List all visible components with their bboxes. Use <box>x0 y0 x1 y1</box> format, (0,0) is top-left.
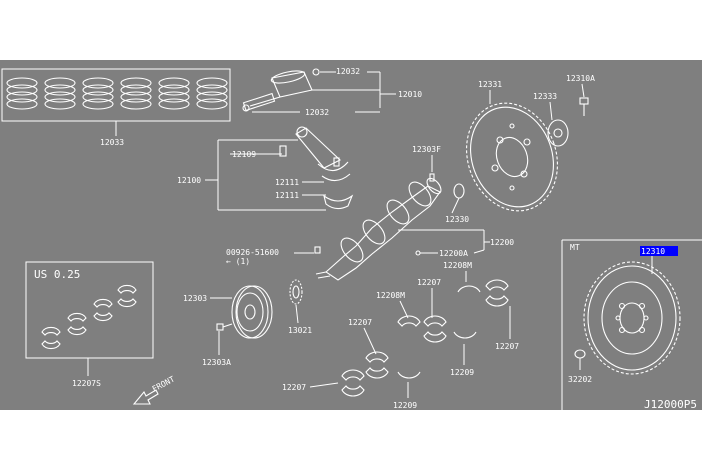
label-32202: 32202 <box>568 375 592 384</box>
label-12200: 12200 <box>490 238 514 247</box>
label-12330: 12330 <box>445 215 469 224</box>
undersize-bearings-group[interactable]: US 0.25 12207S <box>25 261 154 388</box>
piston-group[interactable]: 12032 12010 12032 <box>242 67 422 117</box>
mt-flywheel-group[interactable]: MT 12310 32202 <box>561 239 702 410</box>
mt-flywheel-part <box>583 261 681 375</box>
label-12310-highlight <box>640 246 678 256</box>
piston-part <box>242 68 320 112</box>
label-12207-d: 12207 <box>282 383 306 392</box>
crank-key-part <box>429 173 435 182</box>
bearing-shells-part <box>341 279 509 397</box>
diagram-canvas: 12033 12032 12010 12032 <box>1 67 702 410</box>
piston-ring-sets <box>6 77 228 110</box>
label-13021: 13021 <box>288 326 312 335</box>
label-12207-c: 12207 <box>495 342 519 351</box>
label-12331: 12331 <box>478 80 502 89</box>
label-12010: 12010 <box>398 90 422 99</box>
label-12209-a: 12209 <box>450 368 474 377</box>
label-12208M-top: 12208M <box>443 261 472 270</box>
connecting-rod-part <box>279 126 354 210</box>
label-12207-a: 12207 <box>417 278 441 287</box>
label-12109: 12109 <box>232 150 256 159</box>
dowel-pin-part <box>574 349 586 359</box>
label-12209-b: 12209 <box>393 401 417 410</box>
label-12303F: 12303F <box>412 145 441 154</box>
label-00926-qty: ← (1) <box>226 257 250 266</box>
piston-rings-group[interactable]: 12033 <box>1 68 231 147</box>
label-12303A: 12303A <box>202 358 231 367</box>
label-12303: 12303 <box>183 294 207 303</box>
label-12310: 12310 <box>641 247 665 256</box>
front-label: FRONT <box>151 374 177 393</box>
crankshaft-group[interactable]: 12303F 12330 12200 12200A 12208M <box>315 145 514 282</box>
label-12310A: 12310A <box>566 74 595 83</box>
crank-seal-part <box>453 183 465 199</box>
label-12033: 12033 <box>100 138 124 147</box>
pulley-bolt-part <box>216 323 233 331</box>
main-bearings-group[interactable]: 12208M 12207 12207 12207 12207 12209 122… <box>282 278 519 410</box>
label-12032-bottom: 12032 <box>305 108 329 117</box>
crankshaft-part <box>315 177 442 281</box>
undersize-shells-part <box>41 284 137 350</box>
connecting-rod-group[interactable]: 12109 12100 12111 12111 <box>177 126 354 211</box>
label-12200A: 12200A <box>439 249 468 258</box>
reinforcement-plate-part <box>547 119 569 147</box>
mt-title: MT <box>570 243 580 252</box>
undersize-title: US 0.25 <box>34 268 80 281</box>
label-12207S: 12207S <box>72 379 101 388</box>
pilot-bushing-group[interactable]: 00926-51600 ← (1) <box>226 246 321 266</box>
flywheel-at-group[interactable]: 12331 12333 12310A <box>452 74 595 224</box>
drive-plate-part <box>466 102 558 212</box>
label-12333: 12333 <box>533 92 557 101</box>
crank-pulley-group[interactable]: 12303 13021 12303A <box>183 279 312 367</box>
flywheel-bolt-part <box>579 97 589 116</box>
label-12208M-mid: 12208M <box>376 291 405 300</box>
label-00926-51600: 00926-51600 <box>226 248 279 257</box>
undersize-box <box>25 261 154 359</box>
label-12100: 12100 <box>177 176 201 185</box>
crank-pulley-part <box>231 285 273 339</box>
pilot-bushing-part <box>314 246 321 254</box>
parts-diagram: 12033 12032 12010 12032 <box>0 60 702 410</box>
label-12032-top: 12032 <box>336 67 360 76</box>
diagram-code: J12000P5 <box>644 398 697 410</box>
crank-sprocket-part <box>289 279 303 305</box>
label-12111-b: 12111 <box>275 191 299 200</box>
front-arrow-icon <box>132 389 159 405</box>
label-12111-a: 12111 <box>275 178 299 187</box>
label-12207-b: 12207 <box>348 318 372 327</box>
front-direction-indicator: FRONT <box>132 374 177 405</box>
